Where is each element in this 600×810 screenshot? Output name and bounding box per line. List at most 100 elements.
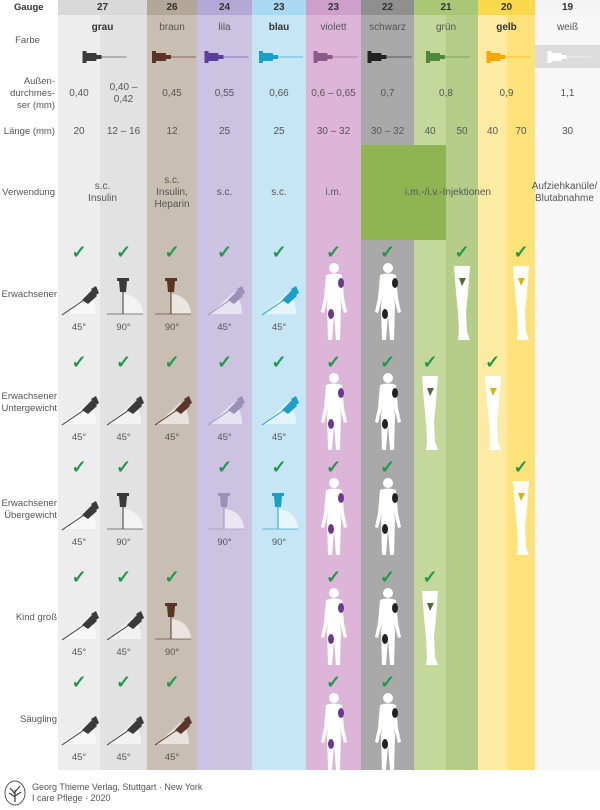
check-icon: ✓ <box>164 672 180 692</box>
body-icon <box>320 588 347 665</box>
outer-diameter: 1,1 <box>560 88 575 99</box>
gauge-header: 22 <box>361 0 414 15</box>
leg-icon <box>513 481 529 555</box>
needle-45-icon <box>207 396 245 426</box>
check-icon: ✓ <box>271 457 287 477</box>
check-icon: ✓ <box>379 567 396 587</box>
needle-90-icon <box>106 493 143 530</box>
column-strip <box>147 15 197 770</box>
check-icon: ✓ <box>164 352 180 372</box>
needle-icon <box>313 51 358 63</box>
check-icon: ✓ <box>422 352 438 372</box>
footer: Georg Thieme Verlag, Stuttgart · New Yor… <box>4 780 202 806</box>
length: 25 <box>273 125 285 137</box>
angle-label: 45° <box>71 647 87 658</box>
usage: s.c. <box>271 186 287 198</box>
usage: s.c. Insulin <box>88 180 117 204</box>
needle-45-icon <box>106 396 144 426</box>
needle-90-icon <box>155 278 191 315</box>
check-icon: ✓ <box>71 567 87 587</box>
angle-label: 45° <box>71 432 87 443</box>
row-label-erwachsener: Erwachsener <box>1 289 57 300</box>
check-icon: ✓ <box>216 457 233 477</box>
length: 30 – 32 <box>316 125 351 137</box>
row-label-saeugling: Säugling <box>20 714 57 725</box>
color-name: braun <box>159 22 185 33</box>
leg-icon <box>422 376 438 450</box>
verwendung-highlight <box>361 145 446 240</box>
gauge-header: 27 <box>58 0 147 15</box>
length: 25 <box>218 125 231 137</box>
outer-diameter: 0,40 – 0,42 <box>109 82 138 105</box>
color-name: grau <box>91 22 114 33</box>
needle-icon <box>426 51 470 63</box>
angle-label: 45° <box>217 322 232 333</box>
check-icon: ✓ <box>454 242 470 262</box>
body-icon <box>374 263 401 340</box>
check-icon: ✓ <box>71 352 87 372</box>
column-strip <box>100 15 147 770</box>
needle-45-icon <box>61 286 99 316</box>
column-strip <box>252 15 306 770</box>
row-label-untergewicht: Erwachsener Untergewicht <box>1 390 57 414</box>
check-icon: ✓ <box>71 242 87 262</box>
needle-45-icon <box>207 286 245 316</box>
body-icon <box>374 693 401 770</box>
check-icon: ✓ <box>513 242 529 262</box>
leg-icon <box>484 376 501 450</box>
color-name: gelb <box>496 22 517 33</box>
angle-label: 45° <box>71 322 87 333</box>
angle-label: 45° <box>217 432 232 443</box>
length: 70 <box>515 125 527 137</box>
check-icon: ✓ <box>271 242 287 262</box>
angle-label: 45° <box>116 647 131 658</box>
angle-label: 90° <box>116 322 131 333</box>
body-icon <box>320 263 347 340</box>
usage: s.c. Insulin, Heparin <box>154 174 190 210</box>
angle-label: 45° <box>71 537 87 548</box>
footer-book: I care Pflege · 2020 <box>32 793 111 803</box>
outer-diameter: 0,7 <box>380 88 395 99</box>
gauge-header: 19 <box>535 0 600 15</box>
row-label-kind: Kind groß <box>15 611 57 623</box>
length: 30 <box>561 125 574 137</box>
outer-diameter: 0,6 – 0,65 <box>311 88 356 99</box>
row-label-aussen: Außen- durchmes- ser (mm) <box>10 76 55 111</box>
color-name: blau <box>268 22 290 33</box>
outer-diameter: 0,55 <box>214 88 235 99</box>
body-icon <box>374 373 401 450</box>
check-icon: ✓ <box>164 242 180 262</box>
needle-icon <box>367 51 412 63</box>
angle-label: 90° <box>271 537 287 548</box>
length: 20 <box>73 125 85 137</box>
row-label-laenge: Länge (mm) <box>3 125 55 137</box>
usage: s.c. <box>216 186 233 198</box>
usage: i.m. <box>325 186 342 198</box>
needle-45-icon <box>106 611 144 641</box>
check-icon: ✓ <box>115 352 132 372</box>
needle-icon <box>486 51 531 63</box>
column-strip <box>197 15 252 770</box>
body-icon <box>374 478 401 555</box>
needle-45-icon <box>261 396 299 426</box>
length: 40 <box>424 125 436 137</box>
color-name: schwarz <box>369 22 406 33</box>
gauge-header: 23 <box>252 0 306 15</box>
needle-45-icon <box>61 611 99 641</box>
check-icon: ✓ <box>422 567 438 587</box>
check-icon: ✓ <box>325 567 342 587</box>
gauge-header: 26 <box>147 0 197 15</box>
leg-icon <box>513 266 529 340</box>
check-icon: ✓ <box>379 457 396 477</box>
angle-label: 45° <box>164 752 180 763</box>
needle-45-icon <box>154 396 192 426</box>
color-name: grün <box>435 22 456 33</box>
angle-label: 90° <box>164 322 180 333</box>
check-icon: ✓ <box>379 352 396 372</box>
length: 50 <box>456 125 468 137</box>
column-strip <box>535 15 600 770</box>
angle-label: 45° <box>271 322 287 333</box>
usage: Aufziehkanüle/ Blutabnahme <box>531 180 598 204</box>
leg-icon <box>422 591 438 665</box>
angle-label: 90° <box>164 647 180 658</box>
